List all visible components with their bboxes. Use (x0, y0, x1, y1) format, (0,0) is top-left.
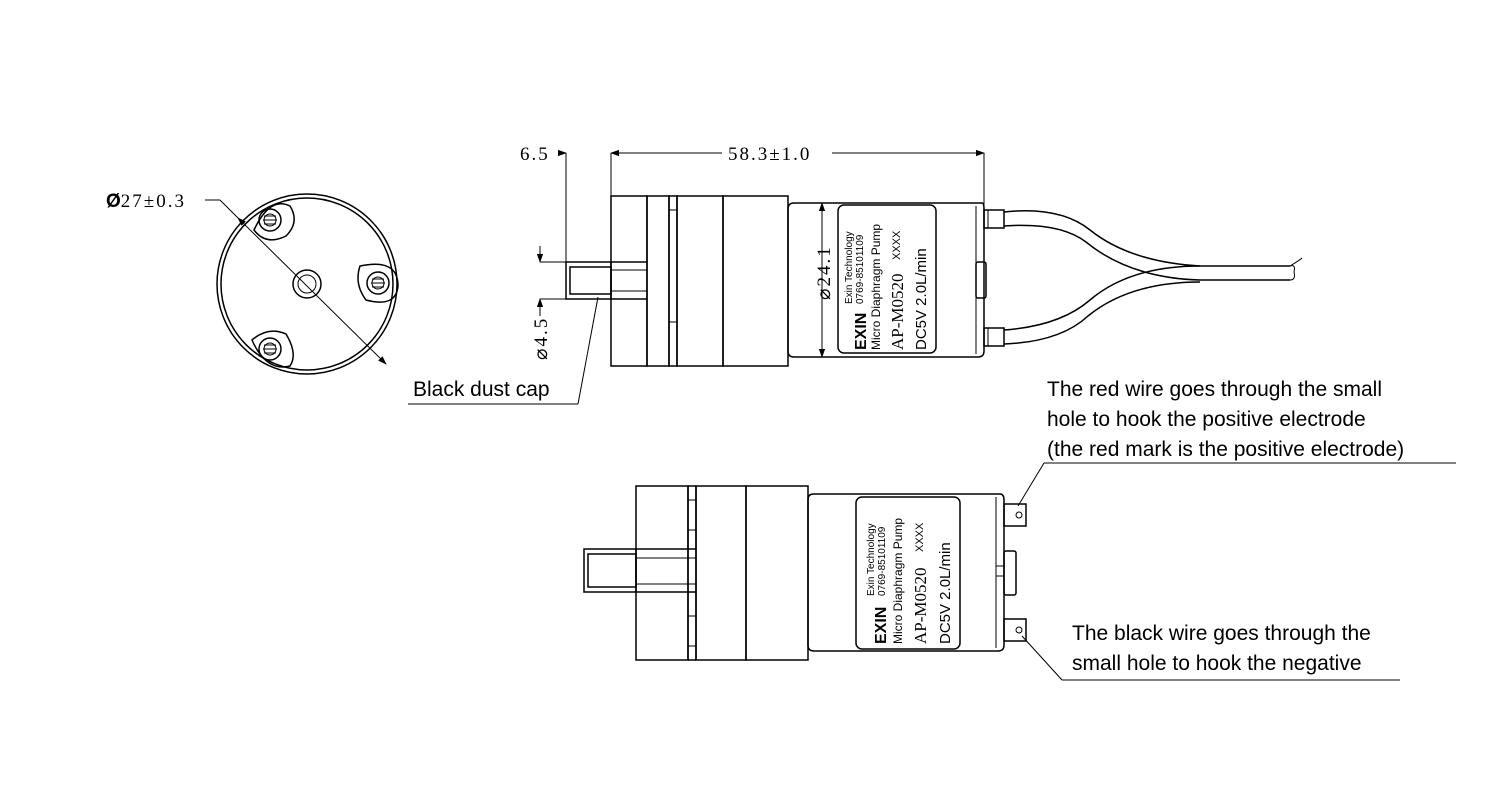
spec-rating: DC5V 2.0L/min (913, 248, 930, 350)
motor-side-tab-bottom (1003, 550, 1017, 596)
terminal-bottom (983, 327, 1005, 347)
positive-terminal (1003, 503, 1027, 527)
company-phone: 0769-85101109 (855, 234, 866, 304)
model-number: AP-M0520 (888, 273, 907, 350)
brand-logo-bottom: EXIN (873, 607, 890, 644)
black-wire-callout-line-2: small hole to hook the negative (1072, 652, 1362, 675)
motor-housing (787, 202, 985, 358)
wires (1003, 210, 1303, 345)
total-length-label: 58.3±1.0 (728, 144, 811, 165)
red-wire-callout-line-1: The red wire goes through the small (1047, 378, 1382, 401)
serial-number-bottom: XXXX (914, 522, 926, 552)
pump-head-bottom (635, 485, 689, 661)
terminal-top (983, 209, 1005, 229)
side-view-top: 6.5 58.3±1.0 ⌀4.5 Black dust cap (408, 143, 1303, 405)
motor-side-tab (975, 261, 987, 299)
motor-housing-bottom (807, 493, 1005, 652)
pump-head-front (610, 195, 648, 367)
end-view: Ø27±0.3 (106, 191, 399, 375)
spec-rating-bottom: DC5V 2.0L/min (937, 542, 954, 644)
end-view-diameter-dimension (237, 217, 387, 365)
inlet-nozzle-bottom (583, 548, 637, 593)
screw-boss-top (253, 203, 295, 241)
red-wire-callout-line-2: hole to hook the positive electrode (1047, 408, 1366, 431)
side-view-bottom: EXIN Exin Technology 0769-85101109 Micro… (583, 378, 1456, 681)
product-label-top (837, 204, 937, 354)
product-label-bottom (855, 496, 961, 650)
brand-logo: EXIN (853, 313, 870, 350)
body-diameter-label: ⌀24.1 (814, 245, 835, 300)
negative-terminal (1003, 618, 1027, 642)
inlet-length-label: 6.5 (520, 144, 550, 165)
outlet-port (292, 269, 322, 299)
black-wire-callout-line-1: The black wire goes through the (1072, 622, 1371, 645)
company-name: Exin Technology (844, 231, 855, 304)
company-name-bottom: Exin Technology (866, 523, 877, 596)
end-view-inner-rim (220, 197, 394, 371)
screw-boss-bottom (251, 330, 294, 368)
dust-cap-callout: Black dust cap (413, 378, 550, 401)
model-number-bottom: AP-M0520 (911, 567, 930, 644)
end-view-diameter-label: Ø27±0.3 (106, 191, 186, 212)
company-phone-bottom: 0769-85101109 (877, 526, 888, 596)
inlet-diameter-label: ⌀4.5 (531, 317, 552, 360)
serial-number: XXXX (891, 230, 903, 260)
product-type-bottom: Micro Diaphragm Pump (891, 518, 905, 644)
product-type: Micro Diaphragm Pump (869, 224, 883, 350)
red-wire-callout-line-3: (the red mark is the positive electrode) (1047, 438, 1404, 461)
